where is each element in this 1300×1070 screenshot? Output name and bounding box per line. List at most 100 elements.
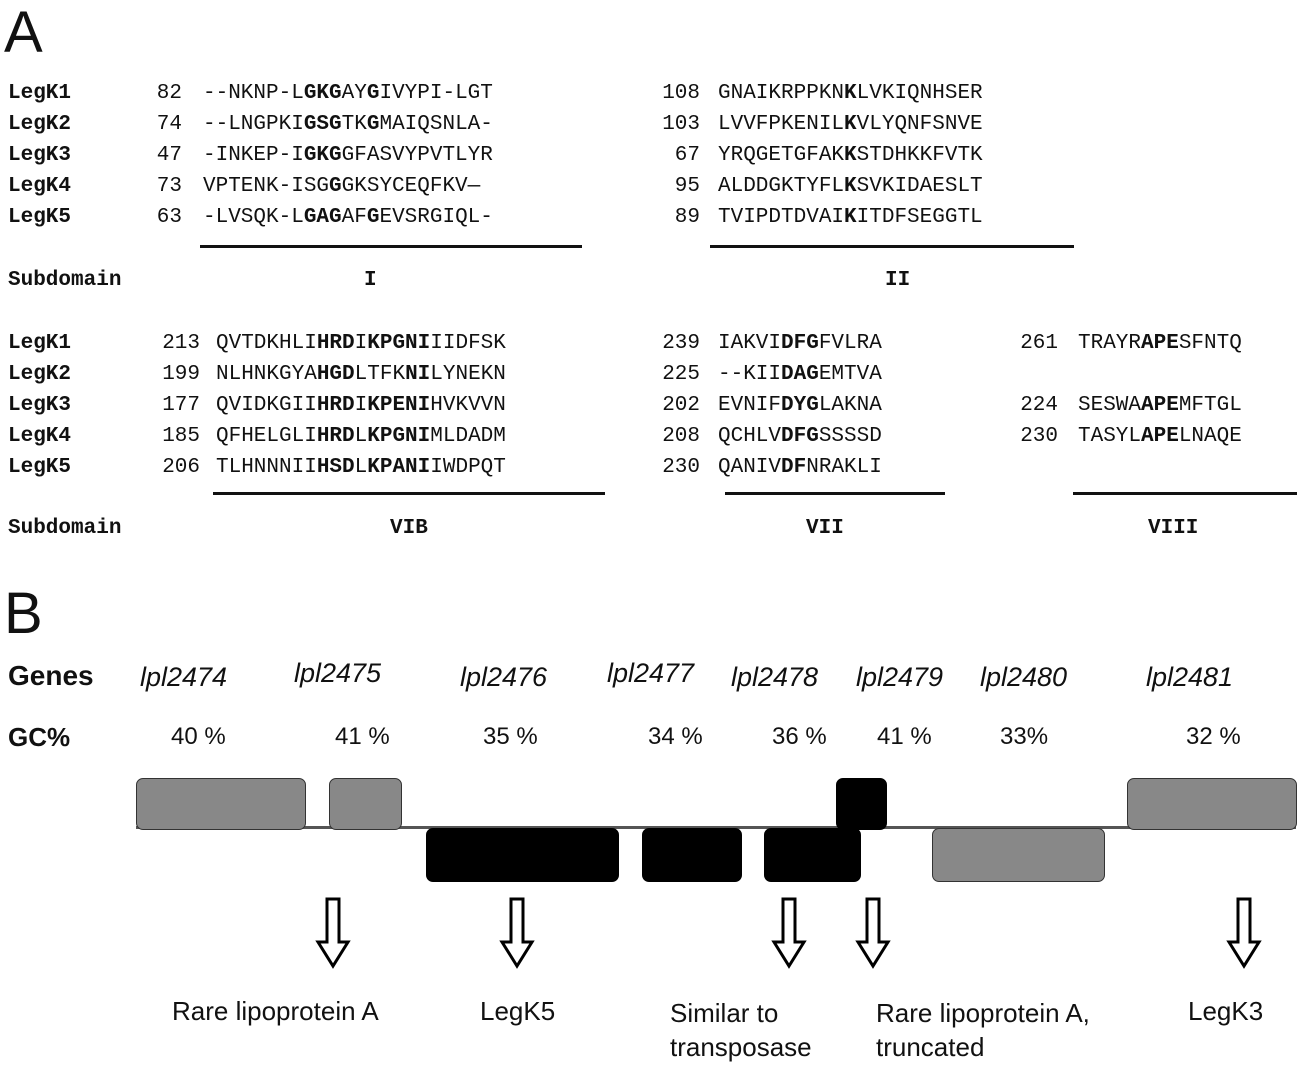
conserved-residue: NI: [405, 363, 431, 386]
residue-run: TRAYR: [1078, 332, 1142, 355]
subdomain-underline: [725, 492, 945, 495]
residue-run: I: [354, 332, 368, 355]
conserved-residue: HRD: [316, 425, 355, 448]
sequence-segment: SESWAAPEMFTGL: [1078, 395, 1242, 416]
residue-run: --NKNP-L: [203, 82, 304, 105]
residue-run: SESWA: [1078, 394, 1142, 417]
sequence-segment: --KIIDAGEMTVA: [718, 364, 882, 385]
subdomain-name: VIII: [1148, 517, 1199, 540]
conserved-residue: KPGNI: [367, 332, 431, 355]
sequence-name: LegK1: [8, 82, 72, 105]
residue-run: QVTDKHLI: [216, 332, 317, 355]
gene-box-lpl2474: [136, 778, 306, 830]
annotation-legk5: LegK5: [480, 996, 556, 1026]
sequence-name: LegK1: [8, 332, 72, 355]
residue-run: MLDADM: [430, 425, 506, 448]
residue-run: LAKNA: [818, 394, 882, 417]
residue-run: EVNIF: [718, 394, 782, 417]
gene-box-lpl2481: [1127, 778, 1297, 830]
conserved-residue: KPANI: [367, 456, 431, 479]
residue-run: -LVSQK-L: [203, 206, 304, 229]
sequence-segment: NLHNKGYAHGDLTFKNILYNEKN: [216, 364, 506, 385]
conserved-residue: K: [844, 206, 857, 229]
panel-a-label: A: [4, 0, 43, 65]
residue-run: GNAIKRPPKN: [718, 82, 845, 105]
residue-run: QCHLV: [718, 425, 782, 448]
sequence-segment: --LNGPKIGSGTKGMAIQSNLA-: [203, 114, 493, 135]
residue-run: QVIDKGII: [216, 394, 317, 417]
residue-run: GKSYCEQFKV—: [341, 175, 481, 198]
residue-run: SFNTQ: [1178, 332, 1242, 355]
conserved-residue: K: [844, 175, 857, 198]
gene-name: lpl2478: [731, 662, 819, 692]
residue-position: 103: [662, 113, 700, 136]
sequence-segment: TVIPDTDVAIKITDFSEGGTL: [718, 207, 983, 228]
conserved-residue: APE: [1141, 394, 1179, 417]
annotation-legk3: LegK3: [1188, 996, 1264, 1026]
down-arrow-icon: [771, 897, 807, 969]
sequence-segment: EVNIFDYGLAKNA: [718, 395, 882, 416]
gene-name: lpl2476: [460, 662, 548, 692]
sequence-segment: IAKVIDFGFVLRA: [718, 333, 882, 354]
residue-run: LYNEKN: [430, 363, 506, 386]
conserved-residue: G: [366, 206, 380, 229]
residue-run: AY: [341, 82, 367, 105]
gene-box-lpl2478: [764, 828, 861, 882]
gene-box-lpl2476: [426, 828, 619, 882]
residue-run: TLHNNNII: [216, 456, 317, 479]
residue-position: 82: [156, 82, 182, 105]
conserved-residue: G: [366, 82, 380, 105]
residue-position: 230: [1020, 425, 1058, 448]
residue-position: 185: [162, 425, 200, 448]
residue-position: 67: [674, 144, 700, 167]
sequence-segment: QFHELGLIHRDLKPGNIMLDADM: [216, 426, 506, 447]
conserved-residue: K: [844, 144, 857, 167]
residue-position: 213: [162, 332, 200, 355]
annotation-rare-lipoprotein-a-truncated: Rare lipoprotein A,truncated: [876, 998, 1090, 1062]
residue-run: FVLRA: [818, 332, 882, 355]
sequence-segment: VPTENK-ISGGGKSYCEQFKV—: [203, 176, 480, 197]
conserved-residue: DAG: [781, 363, 819, 386]
panel-b-label: B: [4, 581, 43, 646]
residue-run: LVKIQNHSER: [856, 82, 983, 105]
residue-run: VPTENK-ISG: [203, 175, 330, 198]
residue-position: 261: [1020, 332, 1058, 355]
residue-run: EVSRGIQL-: [379, 206, 493, 229]
conserved-residue: HRD: [316, 394, 355, 417]
subdomain-underline: [1073, 492, 1297, 495]
subdomain-name: II: [885, 269, 911, 292]
residue-run: LTFK: [354, 363, 406, 386]
sequence-segment: LVVFPKENILKVLYQNFSNVE: [718, 114, 983, 135]
sequence-segment: -INKEP-IGKGGFASVYPVTLYR: [203, 145, 493, 166]
conserved-residue: APE: [1141, 332, 1179, 355]
residue-run: ITDFSEGGTL: [856, 206, 983, 229]
genes-row-label: Genes: [8, 660, 94, 691]
residue-position: 225: [662, 363, 700, 386]
subdomain-label: Subdomain: [8, 269, 122, 292]
residue-run: NRAKLI: [806, 456, 882, 479]
residue-run: AF: [341, 206, 367, 229]
conserved-residue: APE: [1141, 425, 1179, 448]
residue-position: 199: [162, 363, 200, 386]
residue-run: IVYPI-LGT: [379, 82, 493, 105]
gene-name: lpl2479: [856, 662, 944, 692]
residue-position: 177: [162, 394, 200, 417]
residue-run: TVIPDTDVAI: [718, 206, 845, 229]
residue-run: TASYL: [1078, 425, 1142, 448]
conserved-residue: GKG: [303, 82, 342, 105]
sequence-segment: QANIVDFNRAKLI: [718, 457, 882, 478]
gc-value: 33%: [1000, 723, 1049, 750]
gene-name: lpl2474: [140, 662, 228, 692]
chromosome-line: [136, 826, 1296, 829]
residue-run: NLHNKGYA: [216, 363, 317, 386]
residue-run: I: [354, 394, 368, 417]
gc-value: 35 %: [483, 723, 538, 750]
conserved-residue: GAG: [303, 206, 342, 229]
residue-position: 63: [156, 206, 182, 229]
sequence-segment: TRAYRAPESFNTQ: [1078, 333, 1242, 354]
subdomain-name: VII: [806, 517, 844, 540]
residue-run: STDHKKFVTK: [856, 144, 983, 167]
conserved-residue: DFG: [781, 425, 819, 448]
gene-box-lpl2480: [932, 828, 1105, 882]
residue-position: 224: [1020, 394, 1058, 417]
